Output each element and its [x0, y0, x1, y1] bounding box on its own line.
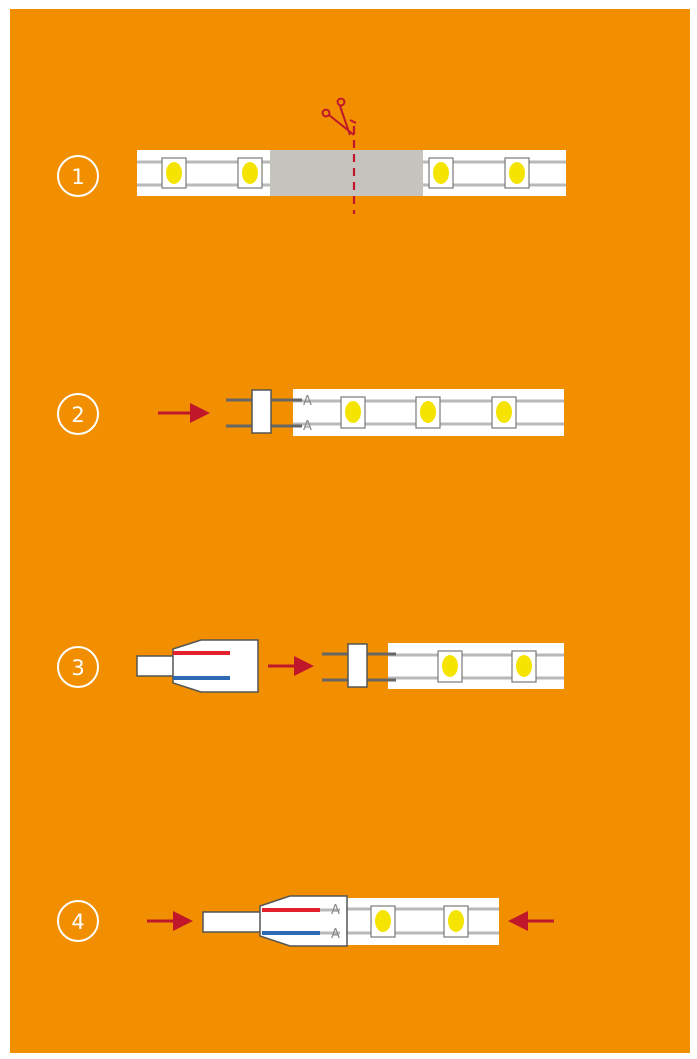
step-2: 2 A A	[57, 389, 564, 436]
connector-pins	[322, 643, 396, 688]
led-chip	[340, 396, 366, 429]
push-arrow-right	[508, 911, 554, 931]
step-badge-4	[57, 900, 99, 942]
led-chip	[511, 650, 537, 683]
step-number-2: 2	[71, 403, 84, 427]
polarity-label: A	[303, 419, 312, 434]
led-chip	[504, 157, 530, 189]
insert-arrow	[268, 656, 314, 676]
insert-arrow	[158, 403, 210, 423]
step-badge-1	[57, 155, 99, 197]
led-chip	[428, 157, 454, 189]
led-chip	[491, 396, 517, 429]
step-badge-3	[57, 646, 99, 688]
step-1: 1	[57, 97, 566, 214]
power-cable-connector	[136, 639, 259, 693]
polarity-label: A	[303, 394, 312, 409]
assembled-connector	[202, 895, 499, 947]
led-chip	[161, 157, 187, 189]
push-arrow-left	[147, 911, 193, 931]
led-chip	[443, 905, 469, 938]
led-chip	[415, 396, 441, 429]
polarity-label: A	[331, 927, 340, 942]
step-3: 3	[57, 639, 564, 693]
cut-zone	[270, 150, 423, 196]
led-strip-3	[388, 643, 564, 689]
polarity-label: A	[331, 903, 340, 918]
step-number-1: 1	[71, 165, 84, 189]
step-4: 4 A A	[57, 895, 554, 947]
step-number-4: 4	[71, 910, 84, 934]
connector-pins	[226, 389, 302, 434]
led-chip	[370, 905, 396, 938]
led-chip	[437, 650, 463, 683]
scissors-icon	[321, 97, 357, 136]
led-chip	[237, 157, 263, 189]
step-number-3: 3	[71, 656, 84, 680]
step-badge-2	[57, 393, 99, 435]
